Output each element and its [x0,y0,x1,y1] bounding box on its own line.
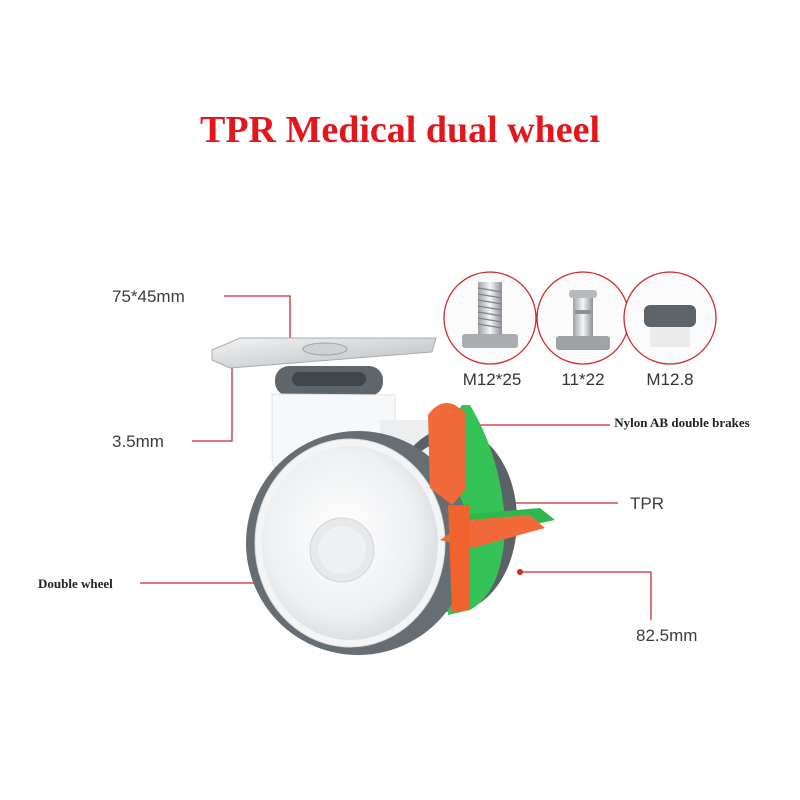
mounting-plate-icon [211,337,437,369]
socket-stem-icon [644,305,696,347]
thickness-leader [192,358,233,442]
front-wheel-icon [246,431,470,655]
tread-label: TPR [630,494,664,513]
page-title: TPR Medical dual wheel [199,109,601,151]
bolt-icon [462,282,518,348]
orange-brake-icon [428,402,545,612]
height-label: 82.5mm [636,626,698,645]
brakes-label: Nylon AB double brakes [614,415,750,430]
thickness-label: 3.5mm [112,432,164,451]
mount-option-label-3: M12.8 [646,370,694,389]
swivel-bearing-icon [275,366,383,396]
pin-stem-icon [556,290,610,350]
mount-option-label-2: 11*22 [561,370,605,389]
callout-lines [140,295,652,620]
height-leader [520,571,652,620]
mount-option-label-1: M12*25 [462,370,522,389]
double-wheel-label: Double wheel [38,576,113,591]
plate-size-label: 75*45mm [112,287,185,306]
plate-size-leader [224,295,291,345]
